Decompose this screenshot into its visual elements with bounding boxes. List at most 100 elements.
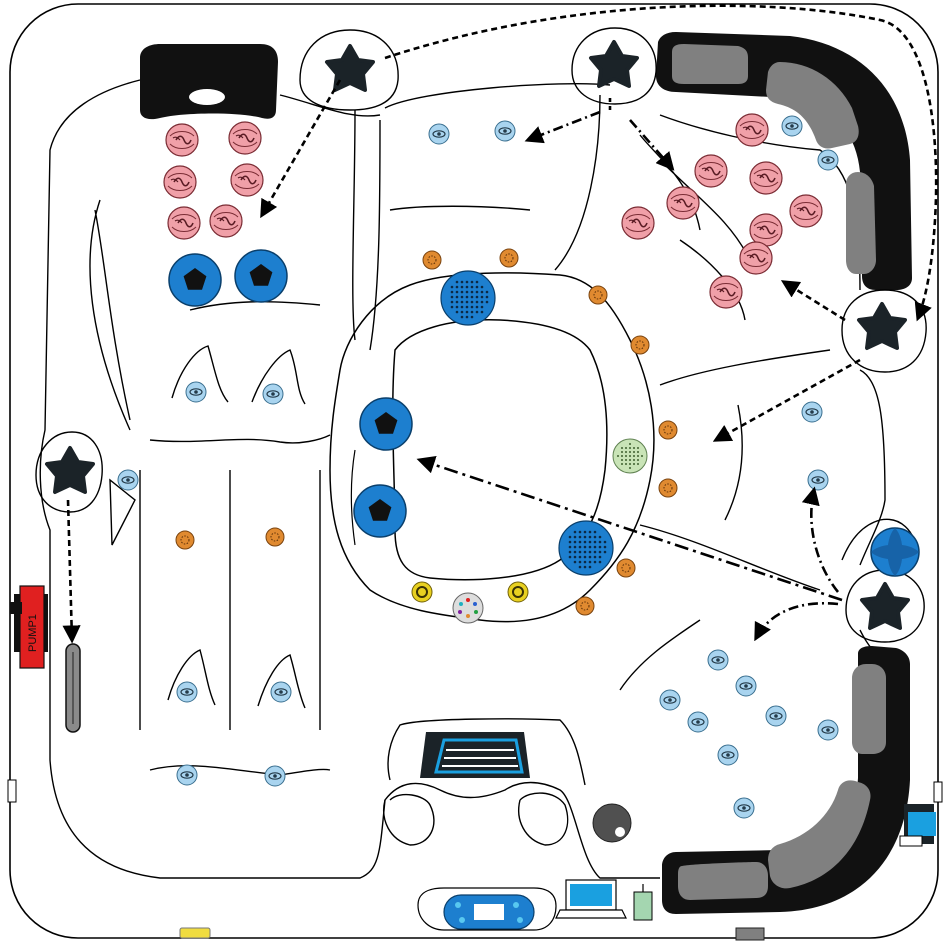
filter-hole [621,463,623,465]
filter-hole [583,545,587,549]
filter-hole [633,463,635,465]
filter-hole [593,560,597,564]
filter-hole [450,290,454,294]
filter-hole [598,535,602,539]
pillow-bottom-right [662,646,910,914]
filter-hole [465,280,469,284]
filter-hole [568,540,572,544]
filter-hole [625,455,627,457]
filter-hole [450,305,454,309]
filter-hole [629,467,631,469]
filter-hole [617,455,619,457]
filter-hole [573,555,577,559]
filter-hole [460,305,464,309]
filter-hole [583,550,587,554]
filter-hole [583,555,587,559]
filter-hole [593,535,597,539]
filter-hole [480,285,484,289]
filter-hole [593,555,597,559]
filter-hole [475,285,479,289]
skimmer [65,643,81,733]
filter-hole [588,550,592,554]
filter-hole [578,550,582,554]
filter-hole [588,540,592,544]
filter-hole [573,540,577,544]
controller-box [555,879,627,919]
filter-hole [568,545,572,549]
filter-hole [588,565,592,569]
filter-hole [633,459,635,461]
diverter-knob[interactable] [870,527,920,577]
filter-hole [470,285,474,289]
filter-hole [475,310,479,314]
filter-hole [629,459,631,461]
filter-hole [603,545,607,549]
filter-hole [625,463,627,465]
filter-hole [583,560,587,564]
filter-hole [578,540,582,544]
filter-hole [475,305,479,309]
filter-hole [583,565,587,569]
pump-2 [899,804,936,847]
filter-hole [593,545,597,549]
filter-hole [465,300,469,304]
filter-hole [588,530,592,534]
filter-hole [573,530,577,534]
filter-hole [465,310,469,314]
filter-hole [470,310,474,314]
filter-hole [573,560,577,564]
filter-hole [637,459,639,461]
filter-hole [578,565,582,569]
pillow-top-left [140,44,278,120]
filter-hole [578,535,582,539]
filter-hole [475,290,479,294]
filter-hole [593,530,597,534]
filter-hole [470,300,474,304]
filter-hole [568,550,572,554]
filter-hole [460,285,464,289]
filter-hole [621,447,623,449]
led-light [452,592,484,624]
filter-hole [480,310,484,314]
ozone-knob[interactable] [592,803,632,843]
filter-hole [470,305,474,309]
filter-hole [578,545,582,549]
filter-hole [485,290,489,294]
filter-bottom [558,520,614,576]
filter-hole [588,545,592,549]
filter-hole [450,300,454,304]
filter-hole [475,295,479,299]
filter-hole [460,310,464,314]
control-panel[interactable] [417,887,557,931]
filter-hole [625,459,627,461]
pillow-top-right [656,32,912,290]
filter-hole [637,447,639,449]
ozonator [633,884,653,921]
filter-hole [625,447,627,449]
filter-hole [470,280,474,284]
filter-hole [455,290,459,294]
filter-hole [593,540,597,544]
filter-hole [475,300,479,304]
filter-hole [578,560,582,564]
filter-hole [450,285,454,289]
filter-hole [460,290,464,294]
filter-hole [621,455,623,457]
filter-hole [465,315,469,319]
filter-hole [455,285,459,289]
filter-hole [625,451,627,453]
filter-hole [470,295,474,299]
filter-hole [480,290,484,294]
filter-hole [629,447,631,449]
filter-hole [637,463,639,465]
filter-hole [588,535,592,539]
filter-hole [629,443,631,445]
filter-hole [583,530,587,534]
filter-hole [480,305,484,309]
filter-hole [598,540,602,544]
filter-hole [568,555,572,559]
filter-hole [485,300,489,304]
filter-hole [629,463,631,465]
filter-hole [460,300,464,304]
filter-hole [465,285,469,289]
